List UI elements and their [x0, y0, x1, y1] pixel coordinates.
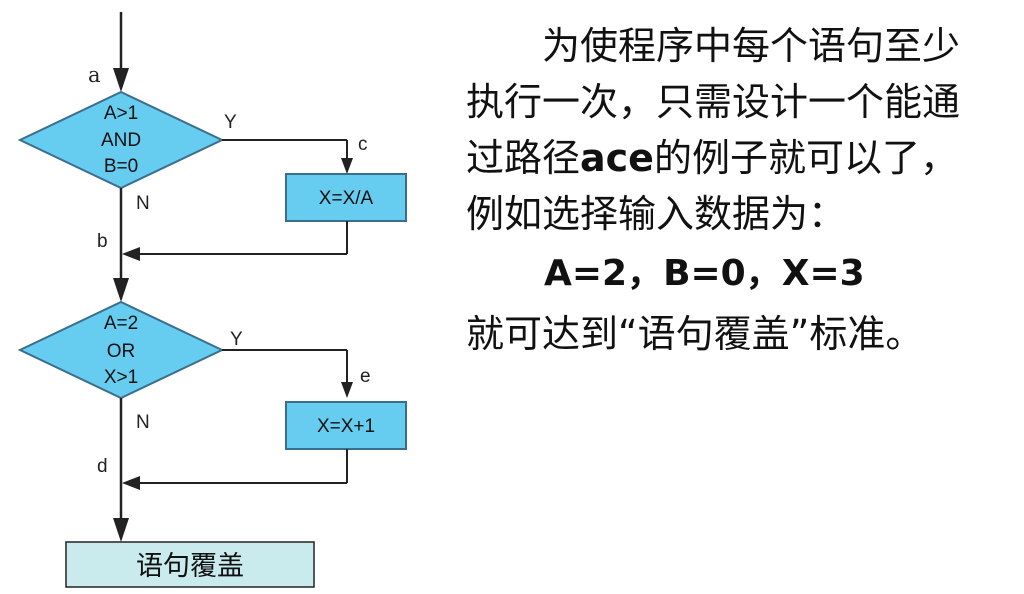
bottom-arrowhead: [113, 518, 129, 542]
diamond1-yes-label: Y: [224, 112, 237, 133]
box1-text: X=X/A: [319, 188, 374, 209]
box1-arrowhead: [341, 158, 353, 174]
description-line-2: 执行一次，只需设计一个能通: [466, 80, 961, 124]
statement-coverage-box: [65, 541, 315, 588]
diamond2-line2: OR: [107, 341, 136, 362]
bottom-box-text: 语句覆盖: [136, 551, 244, 582]
box2-text: X=X+1: [317, 416, 375, 437]
label-c: c: [358, 134, 368, 155]
label-e: e: [360, 366, 371, 387]
diamond1-no-label: N: [136, 193, 150, 214]
flowchart: a A>1 AND B=0 Y c X=X/A N b A=2 OR X>1 Y…: [17, 12, 407, 588]
diamond2-no-label: N: [136, 412, 150, 433]
description-line-3: 过路径ace的例子就可以了，: [466, 130, 1018, 186]
line3-suffix: 的例子就可以了，: [653, 136, 958, 180]
conclusion-text: 就可达到“语句覆盖”标准。: [466, 312, 924, 356]
path-name: ace: [580, 136, 654, 180]
diamond2-line1: A=2: [104, 313, 138, 334]
label-b: b: [97, 231, 108, 252]
diamond2-line3: X>1: [104, 367, 138, 388]
box2-arrowhead: [341, 382, 353, 398]
merge2-arrowhead: [122, 476, 140, 490]
example-input: A=2，B=0，X=3: [544, 253, 865, 294]
diamond2-yes-label: Y: [230, 329, 243, 350]
line3-prefix: 过路径: [466, 136, 581, 180]
diamond1-line3: B=0: [104, 156, 138, 177]
label-a: a: [88, 63, 101, 87]
label-d: d: [97, 456, 108, 477]
diamond1-line2: AND: [101, 130, 141, 151]
diamond2-arrowhead: [113, 278, 129, 302]
description-paragraph: 为使程序中每个语句至少 执行一次，只需设计一个能通 过路径ace的例子就可以了，…: [466, 18, 1018, 242]
description-panel: 为使程序中每个语句至少 执行一次，只需设计一个能通 过路径ace的例子就可以了，…: [466, 18, 1018, 362]
merge1-arrowhead: [122, 247, 140, 261]
entry-arrowhead: [113, 68, 129, 92]
diamond1-line1: A>1: [104, 103, 138, 124]
description-line-1: 为使程序中每个语句至少: [542, 24, 961, 68]
description-line-4: 例如选择输入数据为：: [466, 192, 847, 236]
